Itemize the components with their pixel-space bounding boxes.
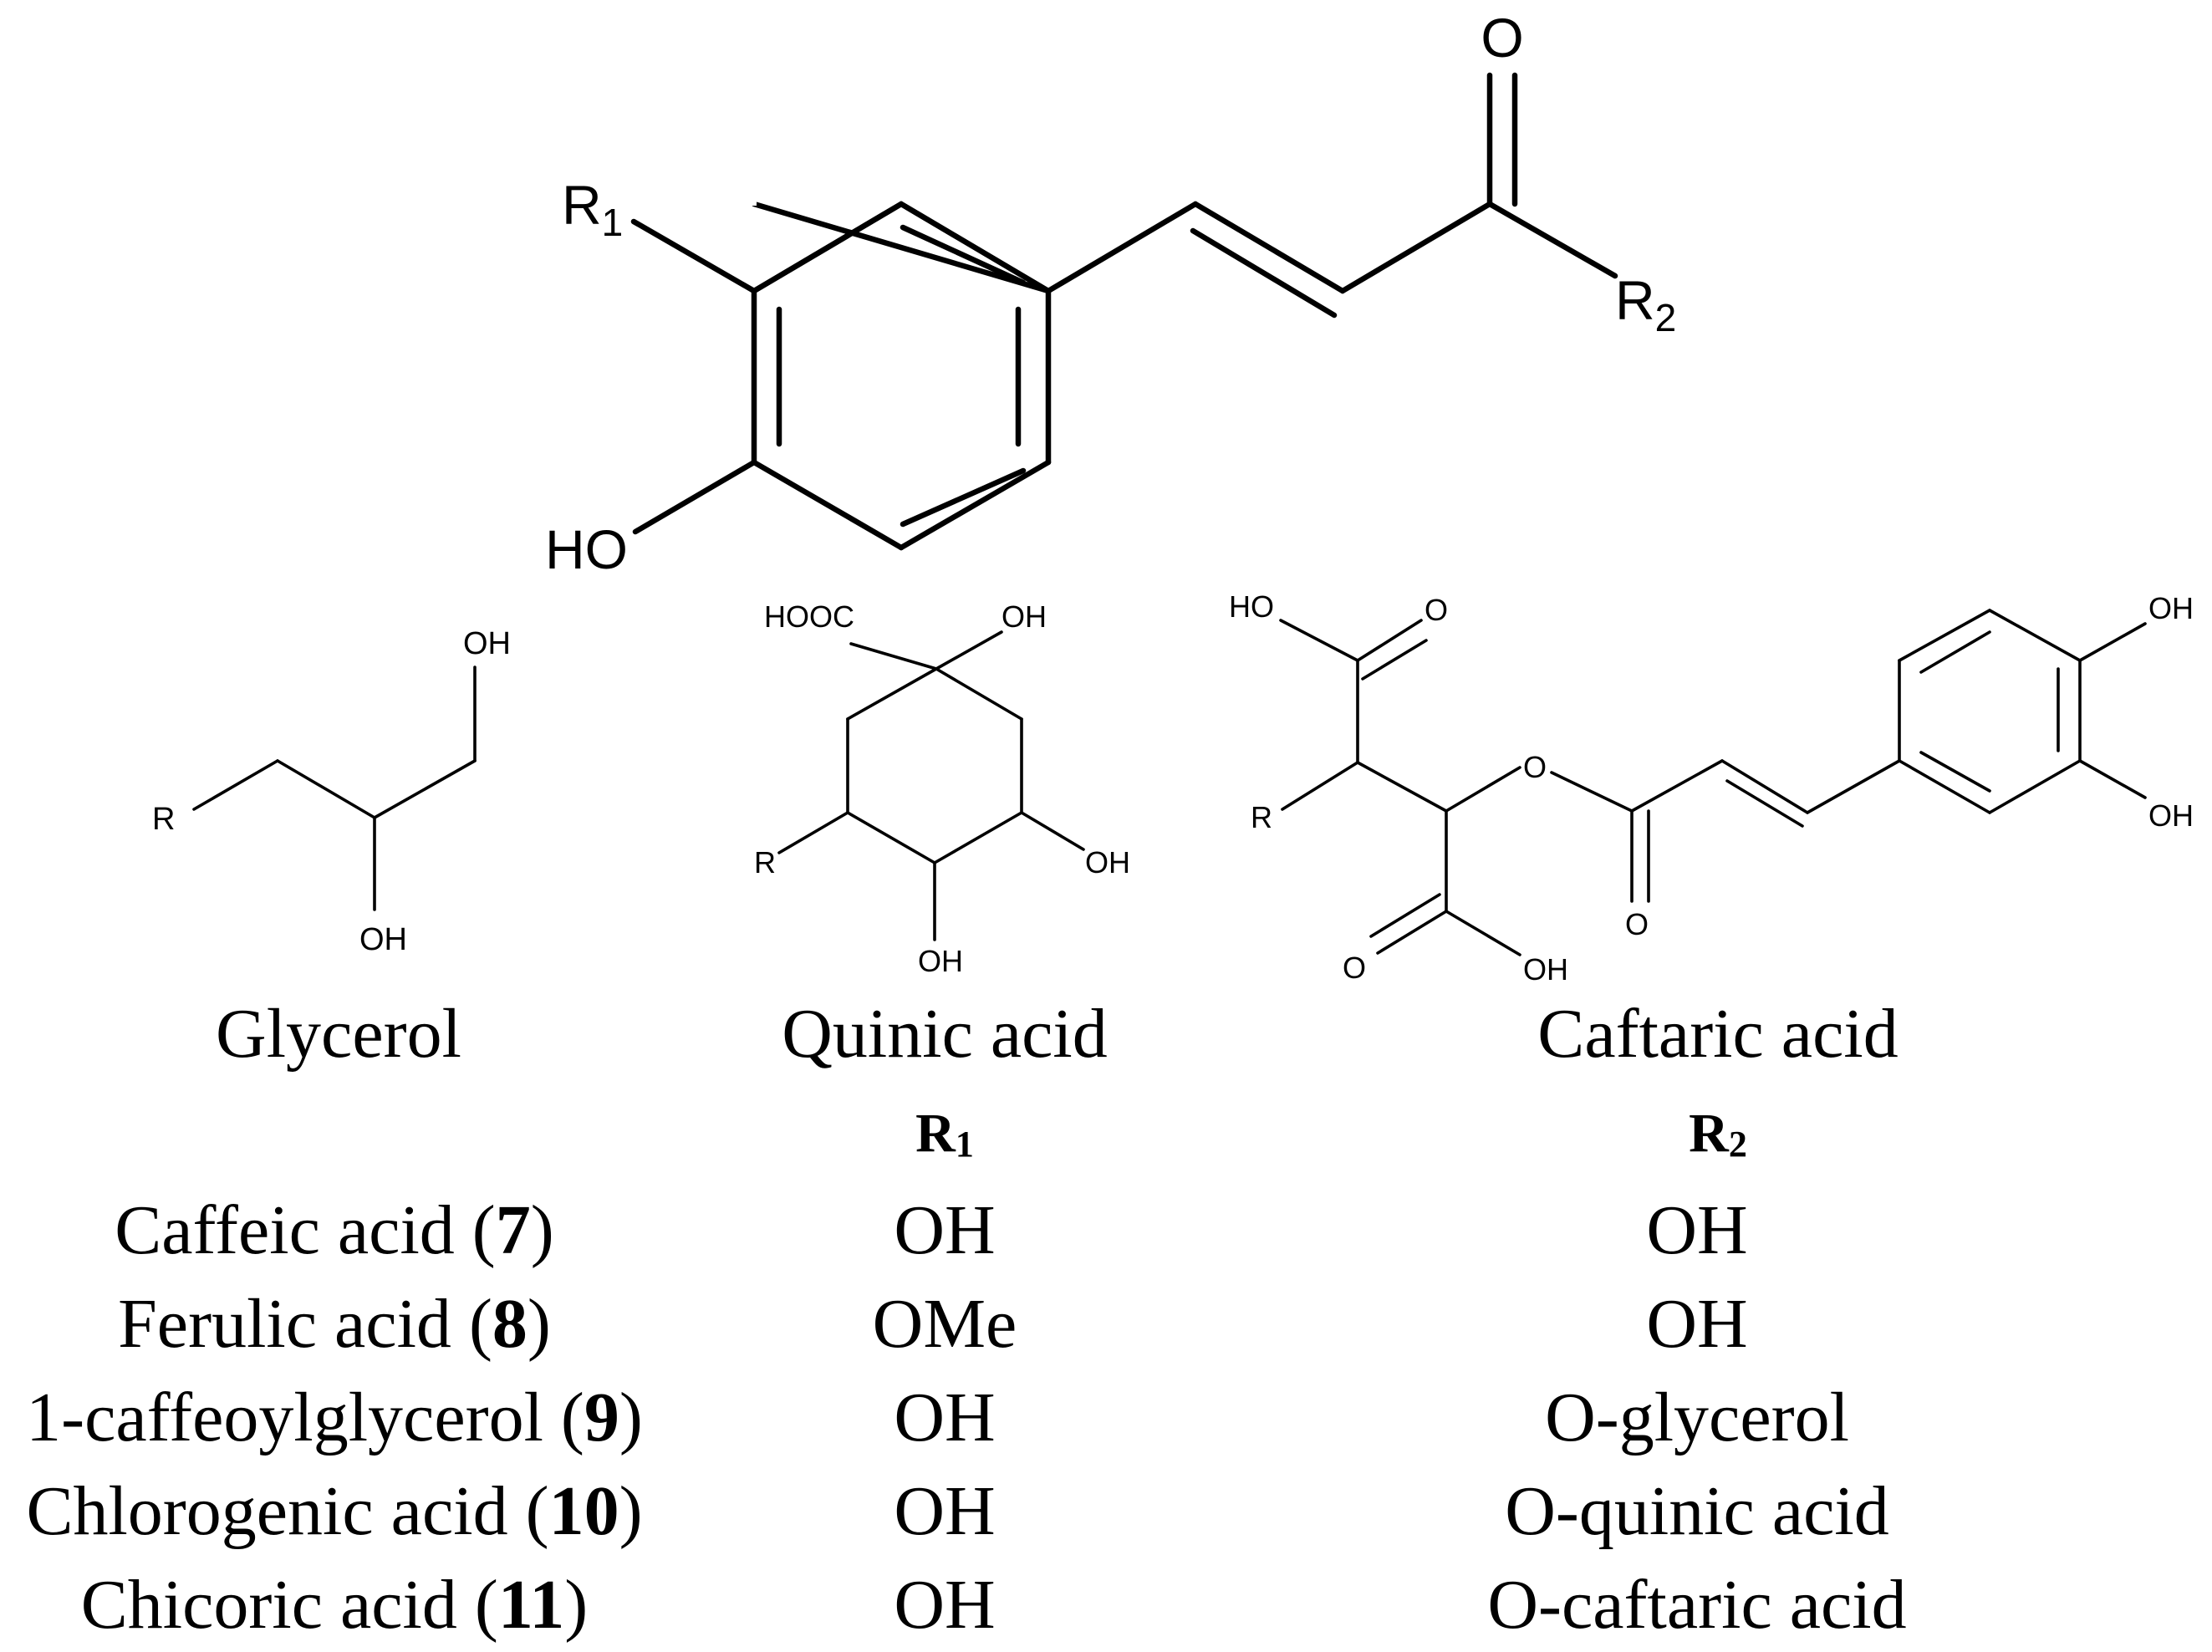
table-row: Chicoric acid (11) OH O-caftaric acid xyxy=(0,1558,2174,1652)
table-row: Ferulic acid (8) OMe OH xyxy=(0,1277,2174,1371)
r1-column-header: R1 xyxy=(915,1103,974,1165)
r1-value-cell: OH xyxy=(894,1566,996,1644)
core-benzene-ring xyxy=(751,201,1052,551)
quinic-oh-right-label: OH xyxy=(1085,845,1130,880)
caftaric-acid-structure: HO O R O O O OH OH OH xyxy=(1229,589,2194,987)
quinic-r-label: R xyxy=(754,845,776,880)
caftaric-o-top-label: O xyxy=(1425,593,1448,627)
compound-number: 9 xyxy=(584,1379,619,1456)
r2-substituent-label: R2 xyxy=(1615,269,1676,339)
glycerol-oh-top-label: OH xyxy=(463,626,511,661)
r2-value-cell: O-quinic acid xyxy=(1505,1472,1889,1550)
r1-value-cell: OH xyxy=(894,1379,996,1456)
glycerol-r-label: R xyxy=(152,802,175,837)
glycerol-caption: Glycerol xyxy=(216,995,461,1073)
table-row: Chlorogenic acid (10) OH O-quinic acid xyxy=(0,1465,2174,1558)
caftaric-o-bottom-label: O xyxy=(1343,951,1366,985)
table-row: 1-caffeoylglycerol (9) OH O-glycerol xyxy=(0,1371,2174,1465)
substituent-table: Caffeic acid (7) OH OH Ferulic acid (8) … xyxy=(0,1184,2174,1652)
quinic-acid-caption: Quinic acid xyxy=(782,995,1108,1073)
r1-value-cell: OH xyxy=(894,1472,996,1550)
r2-value-cell: O-caftaric acid xyxy=(1487,1566,1907,1644)
compound-name-cell: Chlorogenic acid (10) xyxy=(26,1472,643,1550)
quinic-oh-bottom-label: OH xyxy=(918,944,963,978)
caftaric-ring-oh-bottom-label: OH xyxy=(2148,798,2194,833)
compound-number: 7 xyxy=(495,1191,531,1269)
carbonyl-oxygen-label: O xyxy=(1481,7,1523,69)
glycerol-oh-bottom-label: OH xyxy=(359,922,407,957)
r2-value-cell: O-glycerol xyxy=(1545,1379,1849,1456)
r1-value-cell: OH xyxy=(894,1191,996,1269)
caftaric-r-label: R xyxy=(1251,800,1272,834)
r1-substituent-label: R1 xyxy=(562,174,623,244)
caftaric-oh-bottom-label: OH xyxy=(1523,952,1568,987)
r2-column-header: R2 xyxy=(1689,1103,1747,1165)
compound-number: 10 xyxy=(548,1472,619,1550)
compound-name-cell: Caffeic acid (7) xyxy=(115,1191,554,1269)
caftaric-ho-top-label: HO xyxy=(1229,589,1274,624)
caftaric-acid-caption: Caftaric acid xyxy=(1537,995,1899,1073)
r2-value-cell: OH xyxy=(1646,1285,1748,1363)
core-scaffold-structure: O R1 R2 HO xyxy=(545,7,1676,580)
compound-name-cell: 1-caffeoylglycerol (9) xyxy=(26,1379,643,1456)
compound-name-cell: Chicoric acid (11) xyxy=(80,1566,589,1644)
quinic-acid-structure: HOOC OH R OH OH xyxy=(754,599,1130,978)
propenoyl-chain xyxy=(1045,72,1618,319)
quinic-oh-top-label: OH xyxy=(1002,599,1047,634)
table-row: Caffeic acid (7) OH OH xyxy=(0,1184,2174,1277)
hydroxyl-label: HO xyxy=(545,518,628,580)
caftaric-carbonyl-oxygen-label: O xyxy=(1625,907,1649,941)
caftaric-ring-oh-top-label: OH xyxy=(2148,591,2194,625)
compound-number: 11 xyxy=(497,1566,565,1644)
quinic-hooc-label: HOOC xyxy=(764,599,854,634)
r2-value-cell: OH xyxy=(1646,1191,1748,1269)
compound-number: 8 xyxy=(492,1285,528,1363)
compound-name-cell: Ferulic acid (8) xyxy=(118,1285,551,1363)
caftaric-ester-oxygen-label: O xyxy=(1523,750,1547,784)
r1-value-cell: OMe xyxy=(872,1285,1017,1363)
glycerol-structure: OH R OH xyxy=(152,626,511,957)
